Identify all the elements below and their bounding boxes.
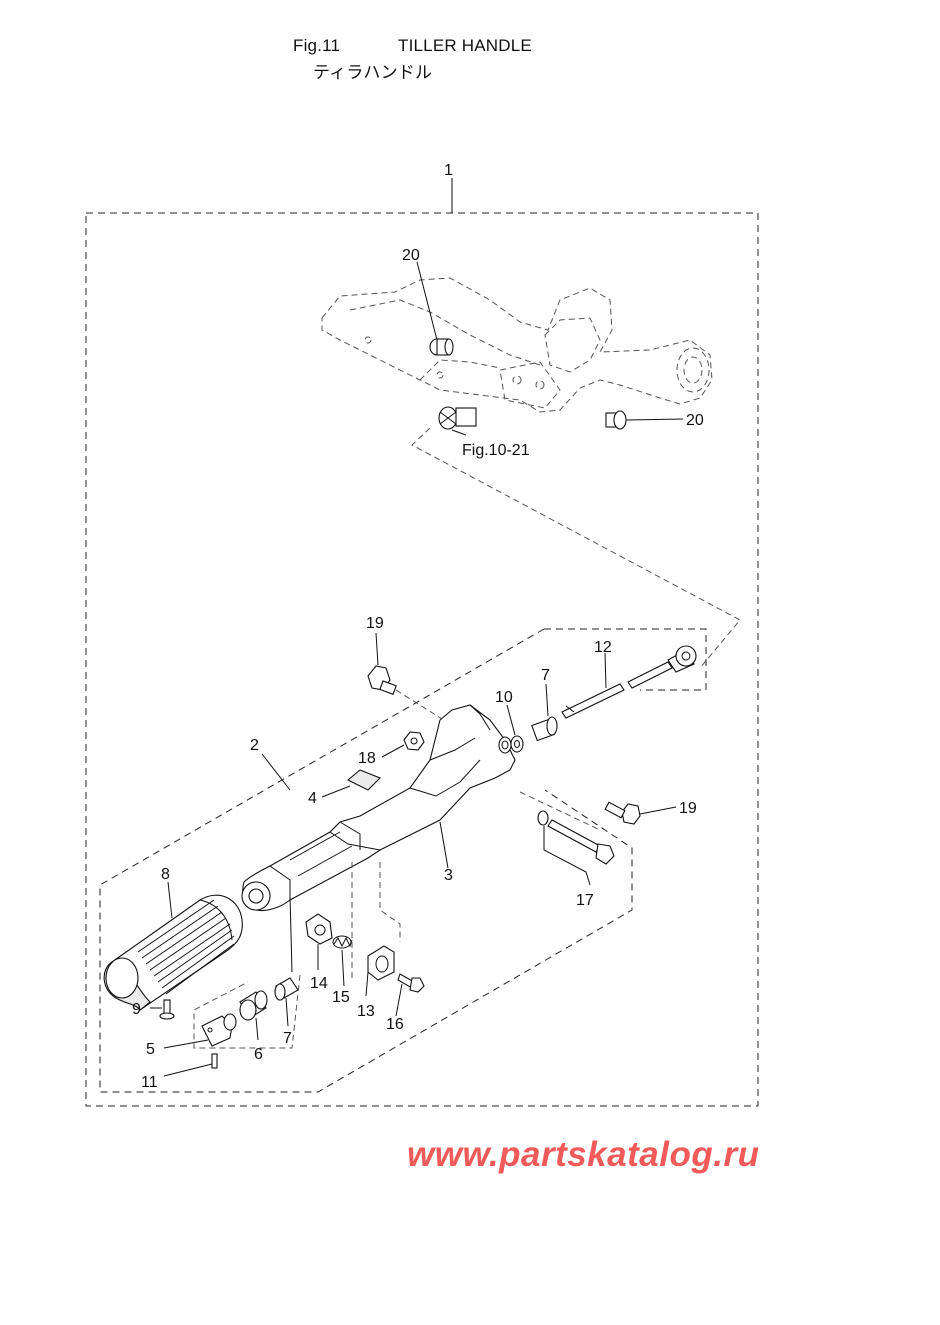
plate-part-4 [347,769,381,791]
figure-title-japanese: ティラハンドル [313,63,433,83]
callout-13: 13 [357,1003,375,1020]
leader-line-4 [321,785,351,798]
assembly-boundary [85,212,759,1107]
leader-line-16 [395,983,403,1017]
callout-14: 14 [310,975,328,992]
connector-line-handle [289,895,293,973]
nut-part-18 [403,731,425,751]
pin-part-11 [211,1053,218,1069]
callout-7-top: 7 [541,667,550,684]
callout-11: 11 [141,1074,158,1091]
callout-18: 18 [358,750,376,767]
callout-4: 4 [308,790,317,807]
tiller-handle-body-part-3 [241,704,516,912]
callout-9: 9 [132,1001,141,1018]
bushing-part-7-top [531,716,558,742]
callout-2: 2 [250,737,259,754]
callout-fig10-21: Fig.10-21 [462,442,530,459]
bolt-part-19-right [604,801,641,825]
swivel-bracket [321,277,713,413]
callout-12: 12 [594,639,612,656]
grip-part-8 [103,894,243,1011]
bushing-part-7-bottom [274,977,299,1001]
watermark-text: www.partskatalog.ru [407,1135,760,1174]
alignment-line-lower [193,974,301,1049]
leader-line-12 [604,652,607,689]
bushing-part-20-right [605,410,627,430]
bushing-part-20-left [429,338,454,356]
callout-15: 15 [332,989,350,1006]
leader-line-10 [506,704,516,736]
friction-lever-part-13 [367,945,395,981]
friction-piece-part-14 [305,913,333,945]
bolt-part-19-top [367,665,397,695]
reference-fitting-fig10-21 [438,406,477,430]
alignment-line-13 [351,862,401,980]
subassembly-boundary [99,628,633,1093]
leader-line-11 [163,1063,213,1077]
throttle-stopper-part-5 [201,1013,237,1047]
leader-line-19b [639,806,677,815]
throttle-shaft-part-12 [561,645,697,719]
leader-line-7a [545,683,549,717]
collar-part-6 [239,990,268,1021]
bolt-part-16 [397,973,425,993]
leader-line-fig10 [451,429,467,436]
callout-1: 1 [444,162,453,179]
leader-line-3 [439,821,449,869]
leader-line-15 [341,949,345,987]
subassembly-boundary-top [544,628,707,691]
alignment-line-upper [411,427,741,669]
screw-part-9 [159,999,175,1020]
leader-line-20b [625,418,684,421]
callout-20-left: 20 [402,247,420,264]
leader-line-6 [255,1017,259,1041]
leader-line-19a [375,632,379,666]
callout-3: 3 [444,867,453,884]
leader-line-8 [167,881,173,919]
callout-6: 6 [254,1046,263,1063]
leader-line-13 [365,971,369,997]
callout-17: 17 [576,892,594,909]
callout-19-top: 19 [366,615,384,632]
leader-line-18 [381,744,405,758]
figure-title: TILLER HANDLE [398,36,532,55]
callout-19-right: 19 [679,800,697,817]
callout-16: 16 [386,1016,404,1033]
leader-line-17 [543,826,591,886]
figure-number: Fig.11 [293,36,341,55]
leader-line-7b [285,997,289,1027]
leader-line-2 [261,753,291,791]
alignment-line-19a [395,689,451,725]
leader-line-5 [163,1039,209,1049]
callout-10: 10 [495,689,513,706]
callout-5: 5 [146,1041,155,1058]
washer-part-10 [510,735,524,753]
spring-part-15 [332,935,353,949]
alignment-line-19b [519,791,601,831]
leader-line-20a [416,261,438,341]
callout-8: 8 [161,866,170,883]
callout-20-right: 20 [686,412,704,429]
callout-7-bottom: 7 [283,1030,292,1047]
bolt-part-17 [537,810,615,865]
